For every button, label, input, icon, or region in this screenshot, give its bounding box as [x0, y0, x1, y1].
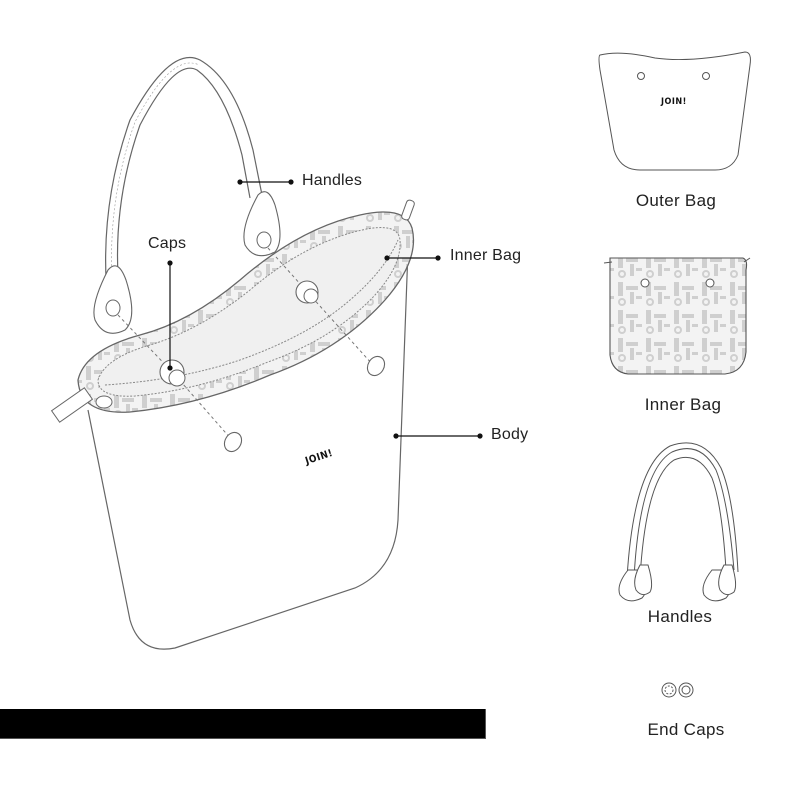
callout-body: Body — [491, 426, 529, 443]
part-label-inner-bag: Inner Bag — [644, 395, 722, 414]
outer-bag-logo: JOIN! — [661, 97, 687, 107]
part-label-handles: Handles — [647, 607, 713, 626]
end-caps-thumbnail — [661, 682, 694, 698]
outer-bag-thumbnail — [598, 51, 751, 171]
part-label-outer-bag: Outer Bag — [635, 191, 717, 210]
part-label-end-caps: End Caps — [647, 720, 725, 739]
cap-left — [159, 359, 186, 387]
callout-inner-bag: Inner Bag — [450, 247, 522, 264]
cap-right — [295, 280, 319, 304]
black-bar — [0, 709, 486, 739]
callout-handles: Handles — [302, 172, 363, 189]
callout-lines — [167, 179, 483, 439]
inner-bag-thumbnail — [603, 257, 751, 375]
handles-thumbnail — [618, 442, 739, 602]
zipper-pull — [50, 199, 415, 423]
callout-caps: Caps — [148, 235, 187, 252]
